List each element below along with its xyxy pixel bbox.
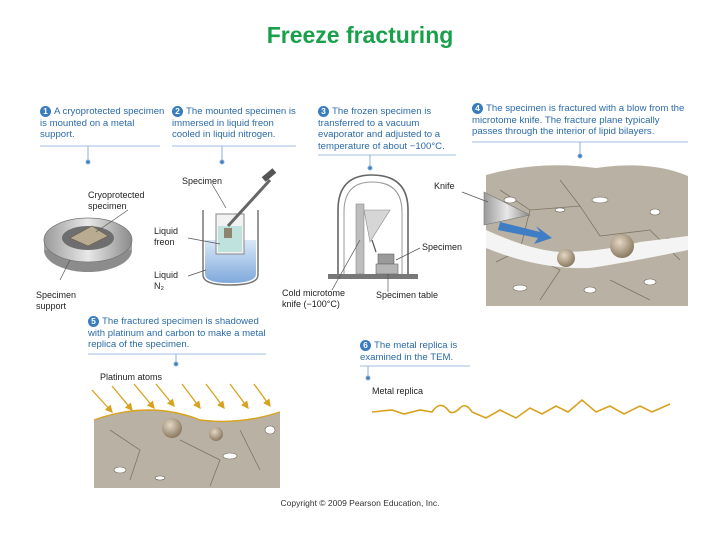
shadowed-block (93, 409, 281, 488)
copyright-notice: Copyright © 2009 Pearson Education, Inc. (280, 498, 440, 508)
label-cryoprotected-specimen: Cryoprotected specimen (88, 190, 145, 211)
metal-support-disk (43, 217, 133, 272)
page-title: Freeze fracturing (266, 22, 454, 48)
step-1-text: A cryoprotected specimen is mounted on a… (40, 106, 165, 140)
step-4-number: 4 (472, 103, 483, 114)
step-1-number: 1 (40, 106, 51, 117)
step-3-number: 3 (318, 106, 329, 117)
label-specimen-support: Specimen support (36, 290, 77, 311)
metal-replica-trace (371, 398, 671, 419)
label-specimen-2: Specimen (182, 176, 223, 186)
label-specimen-3: Specimen (422, 242, 463, 252)
fracture-block (483, 165, 688, 306)
step-2-number: 2 (172, 106, 183, 117)
step-5-number: 5 (88, 316, 99, 327)
pointer-lines (85, 142, 583, 381)
label-liquid-n2: Liquid N₂ (154, 270, 179, 291)
label-metal-replica: Metal replica (372, 386, 424, 396)
label-platinum-atoms: Platinum atoms (100, 372, 163, 382)
step-3-text: The frozen specimen is transferred to a … (318, 106, 445, 152)
step-6-text: The metal replica is examined in the TEM… (360, 340, 458, 363)
label-knife: Knife (434, 181, 455, 191)
step-4-text: The specimen is fractured with a blow fr… (472, 103, 685, 137)
label-liquid-freon: Liquid freon (154, 226, 179, 247)
freon-dewar (202, 168, 277, 286)
label-cold-microtome-knife: Cold microtome knife (−100°C) (282, 288, 346, 309)
step-6-number: 6 (360, 340, 371, 351)
platinum-atom-arrows (91, 383, 271, 413)
step-5-text: The fractured specimen is shadowed with … (88, 316, 266, 350)
vacuum-evaporator (328, 174, 418, 279)
label-specimen-table: Specimen table (376, 290, 439, 300)
step-2-text: The mounted specimen is immersed in liqu… (172, 106, 296, 140)
